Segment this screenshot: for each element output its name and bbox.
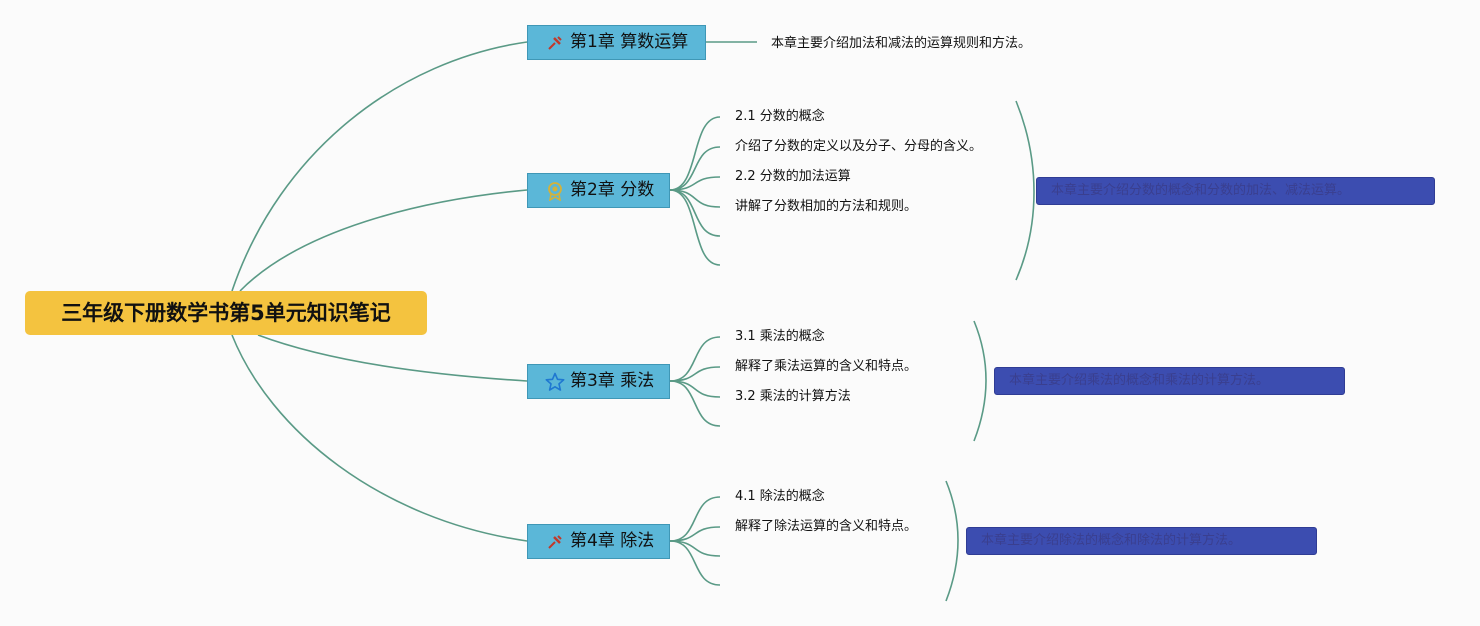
connector-chapter-2-leaf-6 — [669, 189, 721, 266]
chapter-2-summary[interactable]: 本章主要介绍分数的概念和分数的加法、减法运算。 — [1036, 177, 1435, 205]
chapter-2-leaf-1[interactable]: 2.1 分数的概念 — [735, 109, 825, 124]
chapter-4-node[interactable]: 第4章 除法 — [527, 524, 670, 559]
chapter-3-leaf-1[interactable]: 3.1 乘法的概念 — [735, 329, 825, 344]
chapter-3-summary[interactable]: 本章主要介绍乘法的概念和乘法的计算方法。 — [994, 367, 1345, 395]
chapter-4-label: 第4章 除法 — [570, 531, 655, 551]
chapter-3-leaf-2[interactable]: 解释了乘法运算的含义和特点。 — [735, 359, 918, 374]
medal-icon — [545, 181, 565, 201]
connector-chapter-2-leaf-1 — [669, 116, 721, 191]
root-topic[interactable]: 三年级下册数学书第5单元知识笔记 — [25, 291, 427, 335]
connector-chapter-4-leaf-1 — [669, 496, 721, 542]
connector-root-chapter-1 — [231, 41, 528, 292]
chapter-1-leaf-1[interactable]: 本章主要介绍加法和减法的运算规则和方法。 — [771, 36, 1032, 51]
connector-chapter-3-leaf-2 — [669, 366, 721, 382]
connector-chapter-4-leaf-2 — [669, 526, 721, 542]
chapter-1-label: 第1章 算数运算 — [570, 32, 689, 52]
connector-chapter-3-leaf-4 — [669, 380, 721, 427]
summary-bracket-chapter-4 — [945, 480, 959, 602]
chapter-2-label: 第2章 分数 — [570, 180, 655, 200]
connector-chapter-4-leaf-4 — [669, 540, 721, 586]
chapter-2-leaf-4[interactable]: 讲解了分数相加的方法和规则。 — [735, 199, 918, 214]
star-icon — [545, 372, 565, 392]
pin-icon — [545, 33, 565, 53]
chapter-1-node[interactable]: 第1章 算数运算 — [527, 25, 706, 60]
chapter-3-label: 第3章 乘法 — [570, 371, 655, 391]
chapter-2-node[interactable]: 第2章 分数 — [527, 173, 670, 208]
connector-chapter-3-leaf-1 — [669, 336, 721, 382]
summary-bracket-chapter-3 — [973, 320, 987, 442]
chapter-4-leaf-1[interactable]: 4.1 除法的概念 — [735, 489, 825, 504]
chapter-3-leaf-3[interactable]: 3.2 乘法的计算方法 — [735, 389, 851, 404]
connector-root-chapter-2 — [239, 189, 528, 292]
summary-bracket-chapter-2 — [1015, 100, 1035, 281]
chapter-3-node[interactable]: 第3章 乘法 — [527, 364, 670, 399]
connector-chapter-2-leaf-2 — [669, 146, 721, 191]
connector-root-chapter-4 — [231, 334, 528, 542]
chapter-2-leaf-3[interactable]: 2.2 分数的加法运算 — [735, 169, 851, 184]
connector-chapter-3-leaf-3 — [669, 380, 721, 398]
chapter-4-summary[interactable]: 本章主要介绍除法的概念和除法的计算方法。 — [966, 527, 1317, 555]
connector-chapter-4-leaf-3 — [669, 540, 721, 557]
chapter-2-leaf-2[interactable]: 介绍了分数的定义以及分子、分母的含义。 — [735, 139, 983, 154]
chapter-4-leaf-2[interactable]: 解释了除法运算的含义和特点。 — [735, 519, 918, 534]
connector-root-chapter-3 — [257, 334, 528, 382]
pin-icon — [545, 532, 565, 552]
